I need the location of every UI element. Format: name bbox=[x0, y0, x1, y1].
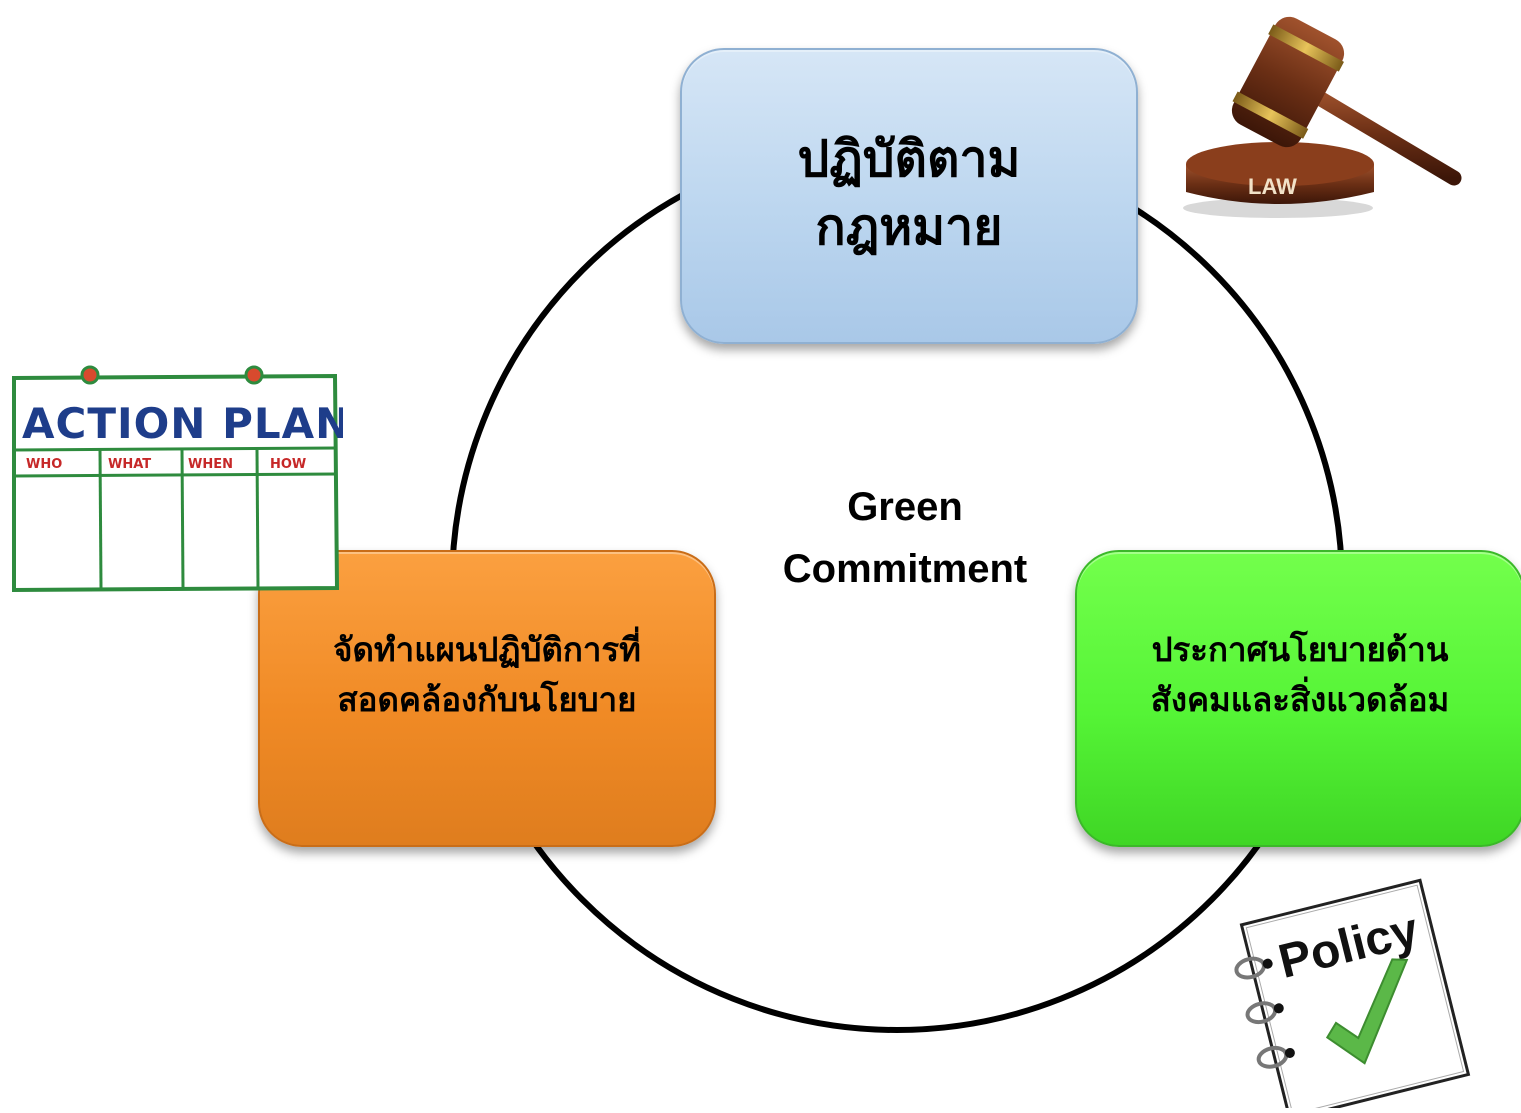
action-plan-col-how: HOW bbox=[270, 457, 306, 472]
action-plan-col-who: WHO bbox=[26, 457, 62, 472]
center-label-line1: Green bbox=[847, 485, 963, 529]
node-policy-line1: ประกาศนโยบายด้าน bbox=[1151, 629, 1449, 669]
policy-checklist-icon: Policy bbox=[1234, 878, 1471, 1108]
node-law-line2: กฎหมาย bbox=[815, 198, 1003, 256]
node-action-plan: จัดทำแผนปฏิบัติการที่ สอดคล้องกับนโยบาย bbox=[258, 550, 716, 847]
node-comply-with-law: ปฏิบัติตาม กฎหมาย bbox=[680, 48, 1138, 344]
node-law-line1: ปฏิบัติตาม bbox=[797, 130, 1021, 188]
gavel-label: LAW bbox=[1248, 174, 1297, 199]
node-announce-policy: ประกาศนโยบายด้าน สังคมและสิ่งแวดล้อม bbox=[1075, 550, 1521, 847]
gavel-icon: LAW bbox=[1183, 16, 1462, 218]
action-plan-col-what: WHAT bbox=[108, 457, 151, 472]
center-label-line2: Commitment bbox=[782, 547, 1028, 591]
node-plan-line1: จัดทำแผนปฏิบัติการที่ bbox=[333, 629, 641, 669]
node-plan-line2: สอดคล้องกับนโยบาย bbox=[337, 679, 637, 719]
action-plan-title: ACTION PLAN bbox=[22, 399, 343, 448]
center-label: Green Commitment bbox=[740, 476, 1070, 600]
node-policy-line2: สังคมและสิ่งแวดล้อม bbox=[1150, 679, 1450, 719]
action-plan-board-icon: ACTION PLAN WHO WHAT WHEN HOW bbox=[12, 365, 343, 593]
action-plan-col-when: WHEN bbox=[188, 457, 233, 472]
